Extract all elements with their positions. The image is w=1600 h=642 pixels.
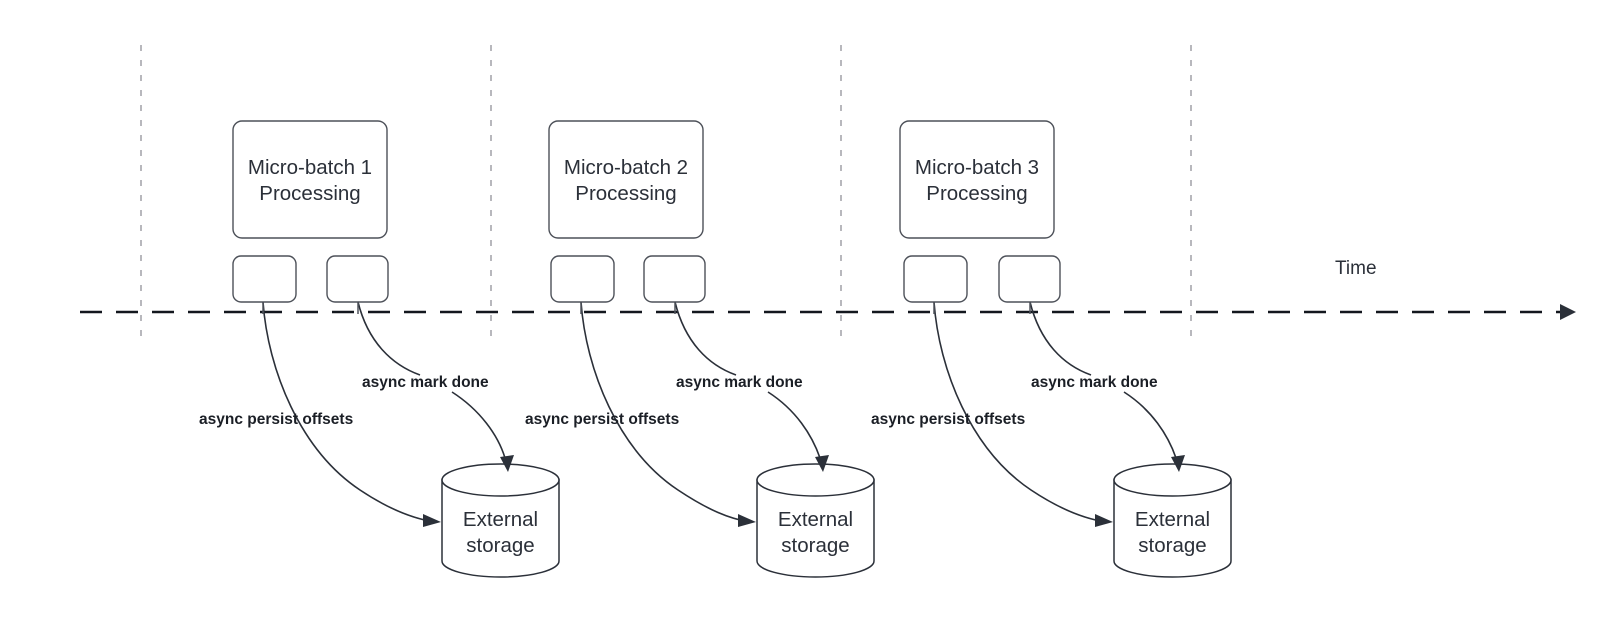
task-box-micro-batch-2-mark-done-task[interactable]	[643, 255, 706, 303]
storage-cylinder-top-micro-batch-1	[441, 463, 560, 497]
flow-label-mark-done-edge-3: async mark done	[1031, 374, 1158, 391]
flow-path-mark-done-edge-2	[674, 301, 821, 459]
task-box-micro-batch-3-persist-task[interactable]	[903, 255, 968, 303]
storage-label-line1: External	[1135, 508, 1210, 531]
flow-arrowhead-icon-mark-done-edge-2	[815, 455, 829, 472]
time-axis: Time	[80, 258, 1576, 320]
task-box-micro-batch-1-persist-task[interactable]	[232, 255, 297, 303]
time-axis-label: Time	[1335, 258, 1377, 279]
processing-box-title-line1: Micro-batch 1	[248, 156, 372, 179]
storage-cylinder-body-micro-batch-1[interactable]	[441, 479, 560, 578]
processing-box-title-line1: Micro-batch 3	[915, 156, 1039, 179]
flow-label-persist-offsets-edge-1: async persist offsets	[199, 411, 353, 428]
task-box-micro-batch-2-persist-task[interactable]	[550, 255, 615, 303]
storage-cylinder-body-micro-batch-2[interactable]	[756, 479, 875, 578]
flow-label-mark-done-edge-1: async mark done	[362, 374, 489, 391]
storage-label-line2: storage	[781, 534, 849, 557]
flow-arrowhead-icon-mark-done-edge-3	[1171, 455, 1185, 472]
storage-cylinder-top-micro-batch-2	[756, 463, 875, 497]
task-box-micro-batch-1-mark-done-task[interactable]	[326, 255, 389, 303]
batch-boundary-lines	[140, 45, 1192, 342]
flow-arrowhead-icon-persist-offsets-edge-1	[423, 514, 441, 527]
flow-arrowhead-icon-mark-done-edge-1	[500, 455, 514, 472]
processing-box-micro-batch-3[interactable]	[899, 120, 1055, 239]
flow-path-persist-offsets-edge-1	[262, 301, 436, 523]
processing-box-title-line1: Micro-batch 2	[564, 156, 688, 179]
flow-label-mark-done-edge-2: async mark done	[676, 374, 803, 391]
flow-path-mark-done-edge-3	[1029, 301, 1177, 459]
processing-box-title-line2: Processing	[575, 182, 676, 205]
processing-box-micro-batch-2[interactable]	[548, 120, 704, 239]
storage-cylinder-body-micro-batch-3[interactable]	[1113, 479, 1232, 578]
storage-label-line1: External	[778, 508, 853, 531]
time-axis-arrowhead-icon	[1560, 304, 1576, 320]
flow-label-persist-offsets-edge-2: async persist offsets	[525, 411, 679, 428]
storage-label-line2: storage	[466, 534, 534, 557]
storage-label-line2: storage	[1138, 534, 1206, 557]
processing-box-title-line2: Processing	[926, 182, 1027, 205]
storage-label-line1: External	[463, 508, 538, 531]
processing-box-title-line2: Processing	[259, 182, 360, 205]
storage-cylinder-top-micro-batch-3	[1113, 463, 1232, 497]
flow-arrowhead-icon-persist-offsets-edge-2	[738, 514, 756, 527]
flow-arrowhead-icon-persist-offsets-edge-3	[1095, 514, 1113, 527]
flow-path-mark-done-edge-1	[357, 301, 506, 459]
task-box-micro-batch-3-mark-done-task[interactable]	[998, 255, 1061, 303]
flow-label-persist-offsets-edge-3: async persist offsets	[871, 411, 1025, 428]
flow-path-persist-offsets-edge-2	[580, 301, 751, 523]
processing-box-micro-batch-1[interactable]	[232, 120, 388, 239]
flow-path-persist-offsets-edge-3	[933, 301, 1107, 523]
